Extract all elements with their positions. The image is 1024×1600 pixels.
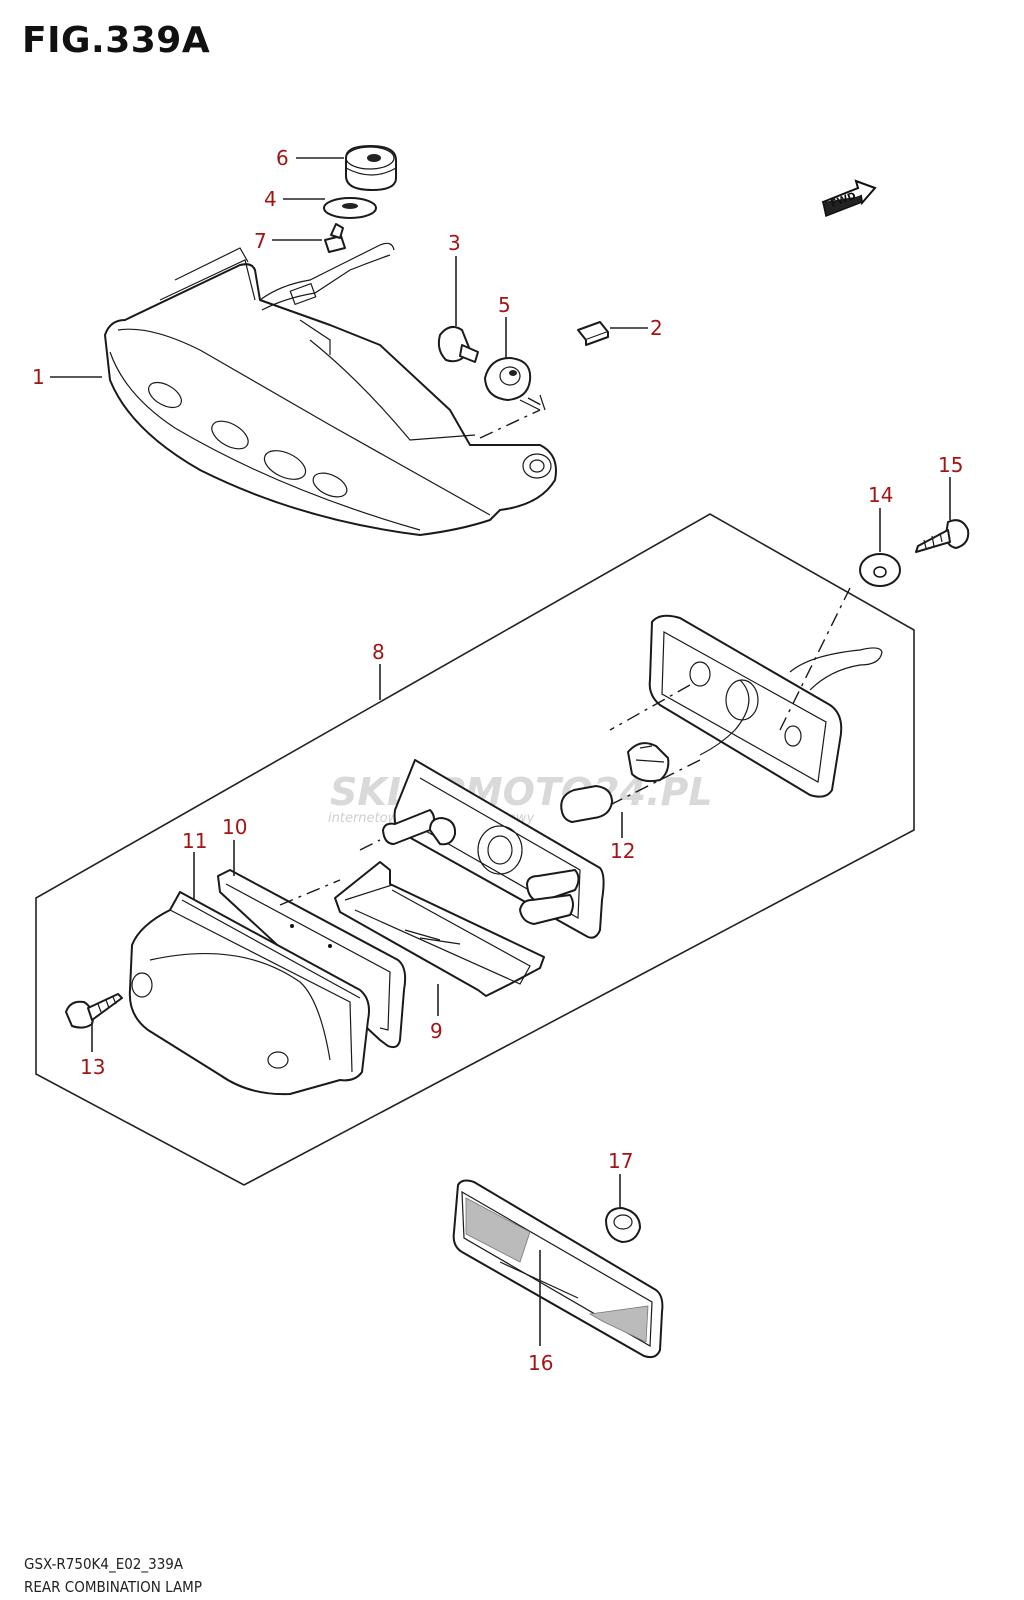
callout-12: 12: [610, 839, 635, 863]
callout-7: 7: [254, 229, 267, 253]
leader-lines: [50, 157, 951, 1346]
callout-17: 17: [608, 1149, 633, 1173]
callout-8: 8: [372, 640, 385, 664]
callout-11: 11: [182, 829, 207, 853]
part-6-cushion: [345, 145, 397, 191]
callout-6: 6: [276, 146, 289, 170]
part-12-bulb: [560, 742, 670, 823]
part-14-washer: [859, 553, 901, 587]
part-3-stud: [437, 325, 479, 363]
callout-10: 10: [222, 815, 247, 839]
part-16-reflector: [452, 1179, 664, 1359]
figure-title: FIG.339A: [22, 20, 211, 61]
assembly-line: [279, 839, 381, 906]
figure-name: REAR COMBINATION LAMP: [24, 1578, 202, 1596]
part-13-screw: [65, 993, 123, 1029]
part-2-clip: [577, 321, 609, 346]
part-11-lens: [128, 891, 370, 1096]
model-code: GSX-R750K4_E02_339A: [24, 1555, 184, 1573]
callout-13: 13: [80, 1055, 105, 1079]
part-7-bolt: [324, 223, 346, 253]
part-8-bracket: [382, 759, 605, 939]
callout-15: 15: [938, 453, 963, 477]
part-15-screw: [915, 519, 970, 553]
callout-5: 5: [498, 293, 511, 317]
part-4-washer: [323, 197, 377, 219]
kit-box-outline: [35, 513, 915, 1186]
part-5-grommet: [484, 357, 532, 401]
part-1-lamp-housing: [104, 242, 557, 536]
assembly-line: [599, 587, 851, 811]
part-17-nut: [605, 1207, 641, 1243]
callout-4: 4: [264, 187, 277, 211]
assembly-line: [479, 397, 542, 439]
callout-16: 16: [528, 1351, 553, 1375]
callout-9: 9: [430, 1019, 443, 1043]
callout-14: 14: [868, 483, 893, 507]
callout-3: 3: [448, 231, 461, 255]
callouts: 1 2 3 4 5 6 7 8 9 10 11 12 13 14 15 16 1…: [32, 146, 963, 1375]
part-9-diffuser: [334, 861, 545, 997]
fwd-arrow-icon: FWD: [821, 179, 877, 218]
callout-1: 1: [32, 365, 45, 389]
callout-2: 2: [650, 316, 663, 340]
part-8-lamp-base: [648, 614, 883, 798]
